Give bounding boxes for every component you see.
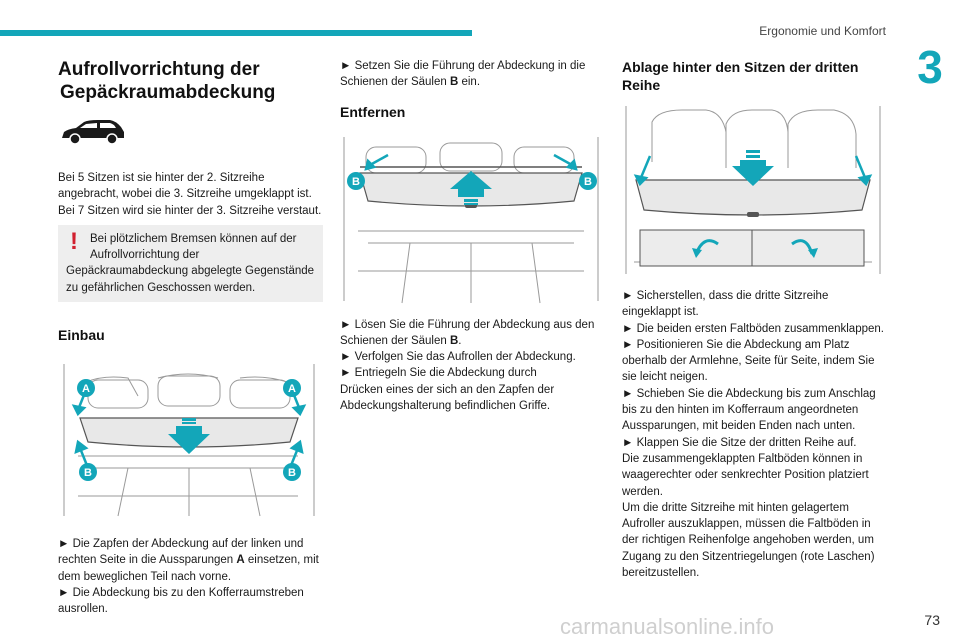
intro-line: Bei 5 Sitzen ist sie hinter der 2. Sitzr… bbox=[58, 172, 265, 184]
car-icon bbox=[62, 120, 124, 145]
install-step-continued: ► Setzen Sie die Führung der Abdeckung i… bbox=[340, 58, 602, 91]
step-line: ► Die Abdeckung bis zu den Kofferraumstr… bbox=[58, 586, 304, 599]
step-line: Die zusammengeklappten Faltböden können … bbox=[622, 452, 863, 465]
warning-line: zu gefährlichen Geschossen werden. bbox=[66, 281, 256, 294]
intro-line: angebracht, wobei die 3. Sitzreihe umgek… bbox=[58, 188, 312, 201]
step-line: ► Sicherstellen, dass die dritte Sitzrei… bbox=[622, 290, 829, 302]
marker-b-left: B bbox=[347, 171, 365, 190]
step-line: werden. bbox=[622, 485, 663, 498]
step-line: Um die dritte Sitzreihe mit hinten gelag… bbox=[622, 501, 849, 514]
marker-b-label: B bbox=[288, 467, 296, 479]
marker-a-right: A bbox=[283, 379, 301, 398]
marker-b-label: B bbox=[584, 176, 592, 188]
step-line: ► Lösen Sie die Führung der Abdeckung au… bbox=[340, 318, 595, 331]
step-line: waagerechter oder senkrechter Position p… bbox=[622, 469, 869, 482]
page-number: 73 bbox=[924, 612, 940, 628]
remove-illustration: B B bbox=[340, 130, 602, 307]
step-line: Aussparungen, mit beiden Enden nach unte… bbox=[622, 420, 856, 433]
third-row-illustration bbox=[622, 102, 884, 280]
page-title: Aufrollvorrichtung der Gepäckraumabdecku… bbox=[58, 58, 323, 104]
page-title-line-1: Aufrollvorrichtung der bbox=[58, 59, 260, 80]
step-line: Schienen der Säulen B. bbox=[340, 334, 462, 347]
step-line: der richtigen Reihenfolge angehoben werd… bbox=[622, 534, 874, 547]
step-line: ► Verfolgen Sie das Aufrollen der Abdeck… bbox=[340, 351, 576, 364]
install-heading: Einbau bbox=[58, 327, 105, 344]
step-line: dem beweglichen Teil nach vorne. bbox=[58, 570, 232, 583]
step-line: ► Schieben Sie die Abdeckung bis zum Ans… bbox=[622, 387, 876, 400]
warning-note: ! Bei plötzlichem Bremsen können auf der… bbox=[58, 224, 323, 303]
step-line: ausrollen. bbox=[58, 603, 108, 616]
warning-line: Bei plötzlichem Bremsen können auf der bbox=[90, 232, 297, 245]
page-title-line-2: Gepäckraumabdeckung bbox=[60, 82, 276, 103]
section-title: Ergonomie und Komfort bbox=[759, 24, 886, 38]
watermark: carmanualsonline.info bbox=[560, 614, 775, 639]
header-accent-bar bbox=[0, 30, 472, 36]
section-heading-3: Ablage hinter den Sitzen der dritten Rei… bbox=[622, 58, 884, 94]
step-line: bis zu den hinten im Kofferraum angeordn… bbox=[622, 404, 859, 417]
step-line: eingeklappt ist. bbox=[622, 306, 699, 319]
chapter-number: 3 bbox=[917, 41, 943, 93]
step-line: ► Entriegeln Sie die Abdeckung durch bbox=[340, 367, 537, 380]
step-line: Drücken eines der sich an den Zapfen der bbox=[340, 383, 555, 396]
step-line: oberhalb der Armlehne, Seite für Seite, … bbox=[622, 355, 875, 368]
warning-line: Aufrollvorrichtung der bbox=[90, 249, 200, 262]
intro-line: Bei 7 Sitzen wird sie hinter der 3. Sitz… bbox=[58, 204, 322, 217]
step-line: Aufroller auszuklappen, müssen die Faltb… bbox=[622, 518, 871, 531]
marker-a-left: A bbox=[77, 379, 95, 398]
marker-b-right: B bbox=[283, 463, 301, 482]
section-heading-3-line-2: Reihe bbox=[622, 77, 661, 93]
warning-icon: ! bbox=[70, 227, 78, 255]
step-line: ► Die Zapfen der Abdeckung auf der linke… bbox=[58, 538, 304, 551]
step-line: Zugang zu den Sitzentriegelungen (rote L… bbox=[622, 550, 875, 563]
step-line: bereitzustellen. bbox=[622, 567, 700, 580]
section-heading-3-line-1: Ablage hinter den Sitzen der dritten bbox=[622, 59, 859, 75]
marker-a-label: A bbox=[288, 383, 296, 395]
column-1: Aufrollvorrichtung der Gepäckraumabdecku… bbox=[58, 58, 323, 618]
third-row-steps: ► Sicherstellen, dass die dritte Sitzrei… bbox=[622, 288, 884, 581]
step-line: rechten Seite in die Aussparungen A eins… bbox=[58, 554, 319, 567]
step-line: Schienen der Säulen B ein. bbox=[340, 76, 481, 89]
step-line: Abdeckungshalterung befindlichen Griffe. bbox=[340, 400, 551, 413]
step-line: ► Die beiden ersten Faltböden zusammenkl… bbox=[622, 322, 884, 335]
step-line: ► Positionieren Sie die Abdeckung am Pla… bbox=[622, 338, 850, 351]
column-2: ► Setzen Sie die Führung der Abdeckung i… bbox=[340, 58, 602, 414]
warning-line: Gepäckraumabdeckung abgelegte Gegenständ… bbox=[66, 265, 315, 278]
marker-b-right: B bbox=[579, 171, 597, 190]
marker-b-label: B bbox=[352, 176, 360, 188]
remove-steps: ► Lösen Sie die Führung der Abdeckung au… bbox=[340, 317, 602, 415]
remove-heading: Entfernen bbox=[340, 103, 406, 120]
step-line: ► Klappen Sie die Sitze der dritten Reih… bbox=[622, 436, 857, 449]
column-3: Ablage hinter den Sitzen der dritten Rei… bbox=[622, 58, 884, 581]
step-line: ► Setzen Sie die Führung der Abdeckung i… bbox=[340, 60, 586, 72]
install-steps: ► Die Zapfen der Abdeckung auf der linke… bbox=[58, 536, 323, 617]
step-line: sie leicht neigen. bbox=[622, 371, 708, 384]
marker-a-label: A bbox=[82, 383, 90, 395]
intro-text: Bei 5 Sitzen ist sie hinter der 2. Sitzr… bbox=[58, 170, 323, 219]
marker-b-label: B bbox=[84, 467, 92, 479]
marker-b-left: B bbox=[79, 463, 97, 482]
install-illustration: A A B B bbox=[58, 356, 320, 527]
